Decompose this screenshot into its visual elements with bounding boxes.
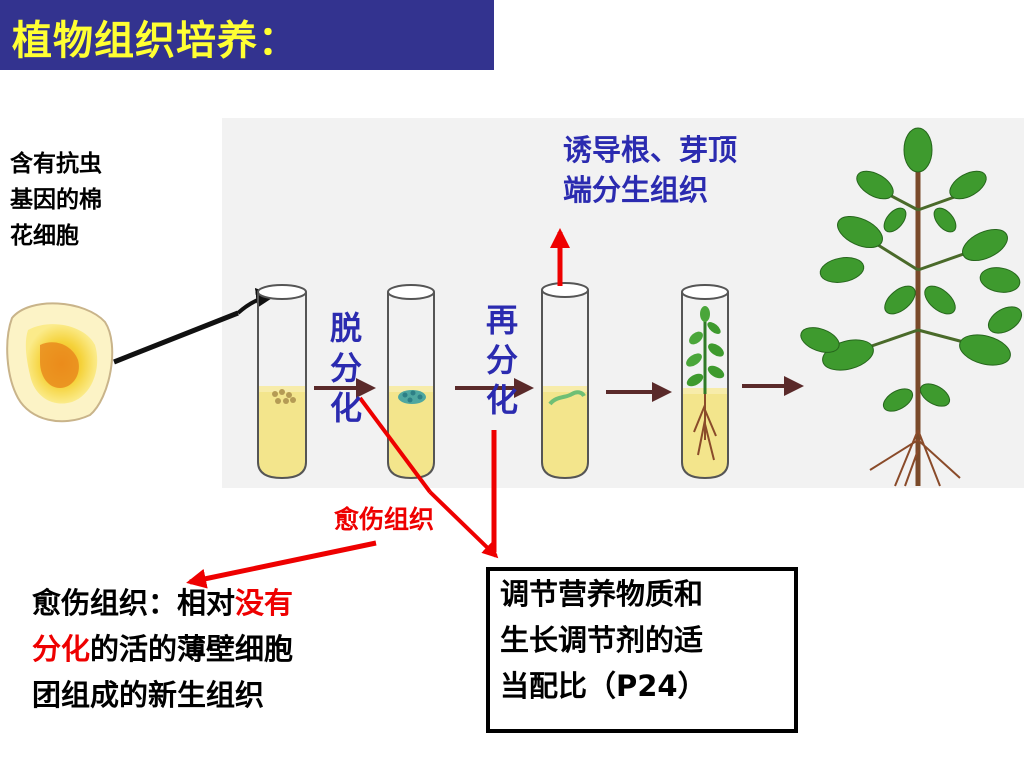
callus-definition: 愈伤组织：相对没有 分化的活的薄壁细胞 团组成的新生组织 xyxy=(32,580,412,718)
definition-highlight: 分化 xyxy=(32,632,91,666)
note-line: 诱导根、芽顶 xyxy=(563,133,738,167)
page-title: 植物组织培养： xyxy=(12,18,299,64)
test-tube-4 xyxy=(681,284,729,480)
ratio-line: 生长调节剂的适 xyxy=(500,623,704,657)
callus-to-definition-arrow xyxy=(186,540,377,589)
stage-char: 分 xyxy=(485,341,518,379)
stage-char: 再 xyxy=(485,301,518,339)
nutrient-ratio-box: 调节营养物质和 生长调节剂的适 当配比（P24） xyxy=(486,567,798,733)
definition-text: 的活的薄壁细胞 xyxy=(90,632,294,666)
redifferentiation-label: 再 分 化 xyxy=(482,300,522,420)
test-tube-2 xyxy=(387,284,435,480)
ratio-line: 当配比（P24） xyxy=(500,669,707,703)
callus-red-line xyxy=(358,396,432,494)
cotton-cell-image xyxy=(6,302,114,423)
definition-text: 愈伤组织：相对 xyxy=(32,586,236,620)
test-tube-3 xyxy=(541,282,589,480)
note-line: 端分生组织 xyxy=(563,173,709,207)
title-bar: 植物组织培养： xyxy=(0,0,494,70)
definition-line-1: 愈伤组织：相对没有 xyxy=(32,580,412,626)
definition-highlight: 没有 xyxy=(235,586,294,620)
induce-meristem-note: 诱导根、芽顶 端分生组织 xyxy=(563,130,737,210)
callus-tag: 愈伤组织 xyxy=(334,505,435,534)
cell-to-tube-arrow xyxy=(113,287,276,365)
stage-char: 脱 xyxy=(329,309,362,347)
cell-label-line: 基因的棉 xyxy=(10,187,102,213)
stage-char: 化 xyxy=(485,381,518,419)
stage-char: 分 xyxy=(329,349,362,387)
mature-plant-image xyxy=(800,127,1023,487)
definition-line-2: 分化的活的薄壁细胞 xyxy=(32,626,412,672)
stage-char: 化 xyxy=(329,389,362,427)
definition-line-3: 团组成的新生组织 xyxy=(32,678,265,712)
dedifferentiation-label: 脱 分 化 xyxy=(326,308,366,428)
test-tube-1 xyxy=(257,284,307,480)
callus-to-box-arrow xyxy=(428,490,499,559)
cell-label-line: 含有抗虫 xyxy=(10,151,102,177)
cell-label: 含有抗虫 基因的棉 花细胞 xyxy=(10,146,160,254)
ratio-line: 调节营养物质和 xyxy=(500,577,704,611)
cell-label-line: 花细胞 xyxy=(10,223,79,249)
